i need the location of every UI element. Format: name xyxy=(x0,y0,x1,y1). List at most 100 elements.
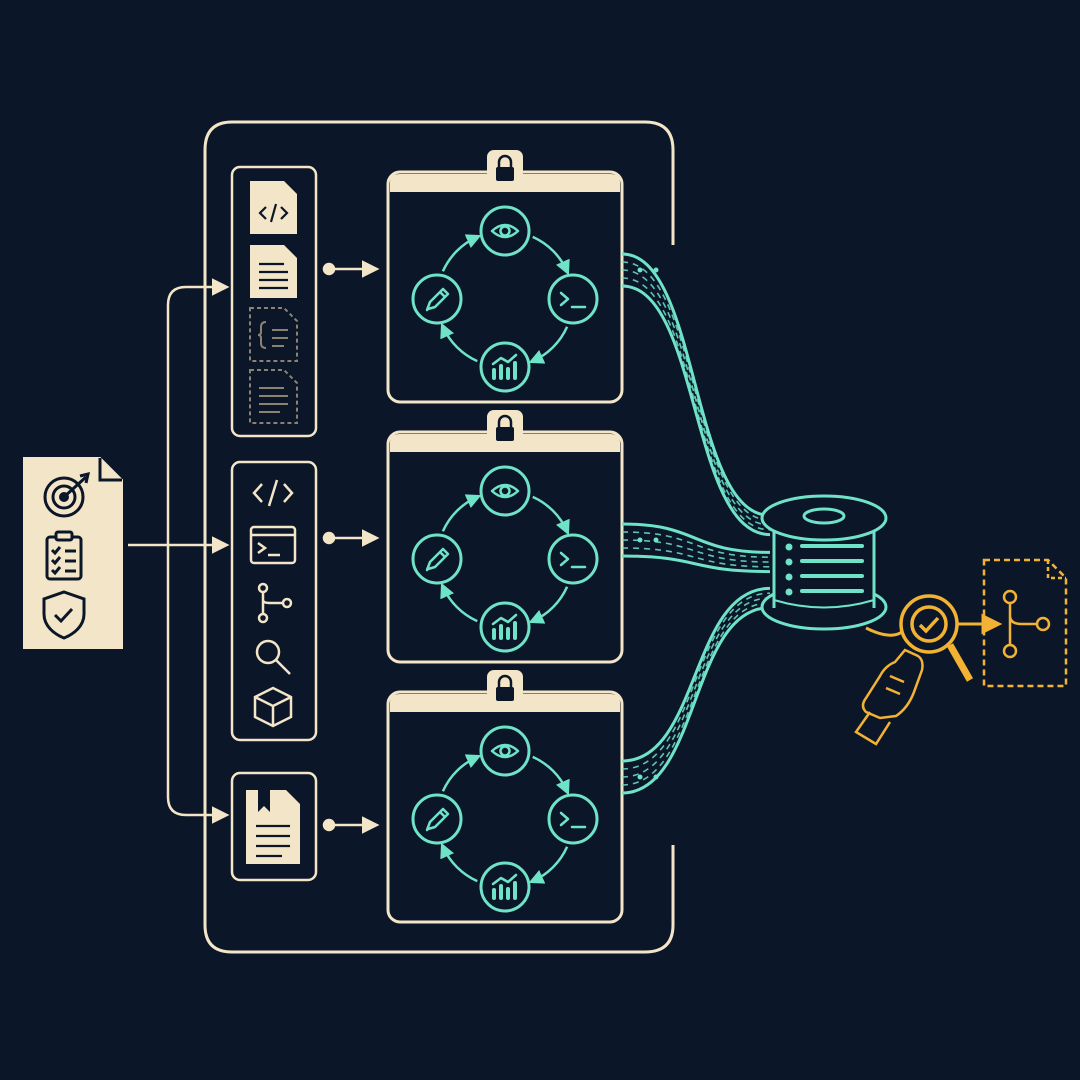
lock-body xyxy=(496,427,514,441)
loop-arrow xyxy=(441,494,482,532)
loop-node-ring xyxy=(547,533,599,585)
data-stream-1 xyxy=(621,252,771,537)
lock-shackle xyxy=(497,154,513,167)
agent-loop-card-3 xyxy=(386,670,624,924)
loop-node-act xyxy=(547,793,599,845)
goal-card-fold xyxy=(98,458,122,482)
terminal-prompt-icon xyxy=(559,551,587,569)
connector-files-agent1 xyxy=(322,260,380,278)
loop-node-ring xyxy=(411,533,463,585)
loop-arrow xyxy=(532,235,570,276)
spool-hub xyxy=(802,507,846,525)
review-stage xyxy=(854,594,1003,746)
spool-rows xyxy=(785,543,864,596)
loop-arrow xyxy=(441,754,482,792)
output-document xyxy=(982,558,1068,688)
terminal-prompt-glyph xyxy=(559,551,587,569)
lock-icon xyxy=(487,150,523,188)
lock-icon xyxy=(487,670,523,708)
eye-icon xyxy=(490,223,520,239)
code-file-icon xyxy=(250,181,297,234)
bookmark-notes-icon xyxy=(246,790,300,864)
loop-node-edit xyxy=(411,273,463,325)
eye-outline xyxy=(490,483,520,499)
eye-icon xyxy=(490,483,520,499)
panel-agent-connectors xyxy=(322,260,380,834)
loop-node-ring xyxy=(547,793,599,845)
arrow-to-memory xyxy=(166,545,230,824)
pencil-glyph xyxy=(425,287,450,312)
data-stream-strand xyxy=(621,592,771,770)
loop-arrow xyxy=(441,234,482,272)
data-stream-strand xyxy=(621,252,771,517)
pencil-glyph xyxy=(425,547,450,572)
connector-tools-agent2 xyxy=(322,529,380,547)
agent-loop-card-1 xyxy=(386,150,624,404)
search-icon xyxy=(255,639,291,675)
loop-node-ring xyxy=(479,601,531,653)
bar-chart-trend xyxy=(491,613,518,626)
memory-panel-frame xyxy=(230,771,318,882)
data-stream-strand xyxy=(621,547,771,568)
loop-arrow xyxy=(532,495,570,536)
pencil-icon xyxy=(425,807,450,832)
loop-node-measure xyxy=(479,601,531,653)
loop-node-act xyxy=(547,273,599,325)
data-stream-packet xyxy=(653,774,659,780)
bar-chart-trend xyxy=(491,873,518,886)
lock-body xyxy=(496,687,514,701)
bar-chart-bars xyxy=(492,881,517,900)
data-stream-strand xyxy=(621,269,771,526)
eye-icon xyxy=(490,743,520,759)
loop-node-ring xyxy=(479,465,531,517)
data-stream-strand xyxy=(621,531,771,558)
magnifier-check-icon xyxy=(899,594,974,682)
goal-connectors xyxy=(128,278,230,824)
loop-node-observe xyxy=(479,205,531,257)
data-stream-strand xyxy=(621,554,771,574)
target-icon xyxy=(43,471,90,518)
loop-node-measure xyxy=(479,341,531,393)
files-panel xyxy=(230,165,318,438)
data-stream-strand xyxy=(621,522,771,554)
data-streams xyxy=(621,252,771,795)
loop-arrow xyxy=(528,846,569,884)
loop-node-observe xyxy=(479,465,531,517)
loop-arrow xyxy=(440,322,478,363)
loop-node-ring xyxy=(547,273,599,325)
terminal-prompt-icon xyxy=(559,291,587,309)
lock-shackle xyxy=(497,414,513,427)
bar-chart-icon xyxy=(491,353,518,380)
data-stream-strand xyxy=(621,261,771,521)
terminal-prompt-icon xyxy=(559,811,587,829)
data-stream-packet xyxy=(653,267,659,273)
eye-pupil xyxy=(499,225,511,237)
spool-top-flange xyxy=(760,494,888,542)
data-stream-packet xyxy=(653,537,659,543)
loop-node-ring xyxy=(479,205,531,257)
bar-chart-bars xyxy=(492,621,517,640)
terminal-prompt-glyph xyxy=(559,291,587,309)
goal-card xyxy=(23,457,123,649)
data-stream-packet xyxy=(637,537,643,543)
loop-node-measure xyxy=(479,861,531,913)
json-file-icon xyxy=(249,307,298,362)
code-brackets-icon xyxy=(252,479,294,507)
database-spool-icon xyxy=(760,494,888,631)
branch-icon xyxy=(257,582,293,624)
loop-node-ring xyxy=(479,861,531,913)
loop-node-edit xyxy=(411,793,463,845)
loop-node-ring xyxy=(411,793,463,845)
data-stream-strand xyxy=(621,597,771,778)
loop-node-ring xyxy=(411,273,463,325)
data-stream-strand xyxy=(621,586,771,763)
memory-panel xyxy=(230,771,318,882)
agent-loop-card-2 xyxy=(386,410,624,664)
lock-body xyxy=(496,167,514,181)
data-stream-strand xyxy=(621,284,771,537)
branch-document-icon xyxy=(982,558,1068,688)
loop-node-ring xyxy=(479,725,531,777)
cube-icon xyxy=(253,686,293,728)
